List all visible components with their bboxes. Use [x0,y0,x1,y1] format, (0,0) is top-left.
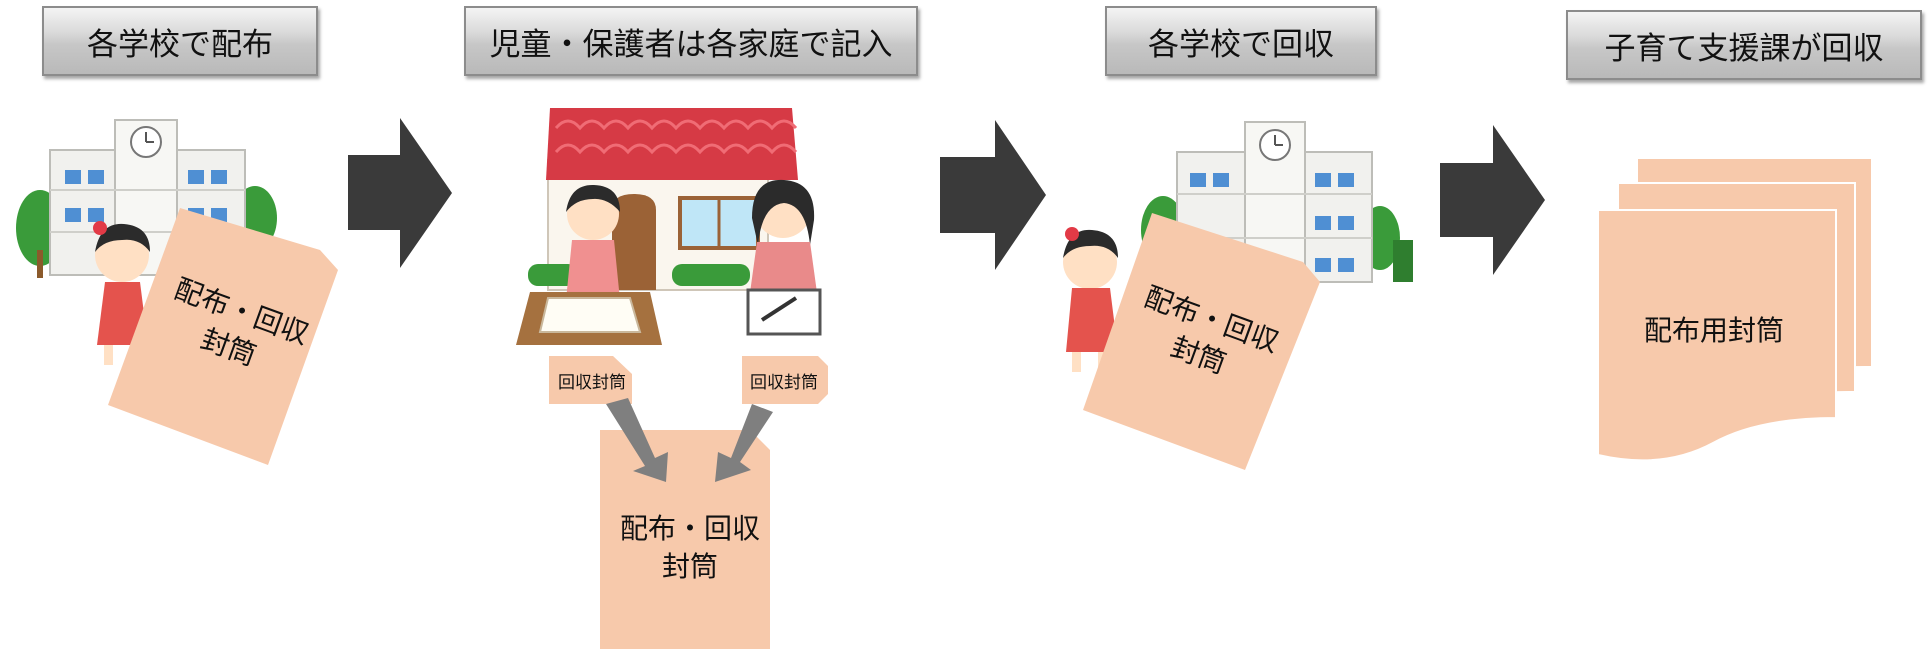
return-envelope-left [549,356,632,404]
girl-illustration-1 [93,221,150,365]
parent-writing-illustration [746,179,822,336]
flow-arrow-2 [940,120,1046,270]
house-illustration [528,108,798,291]
envelope-step3 [1083,213,1320,470]
envelope-label-home-line2: 封筒 [662,549,719,583]
step-header-1: 各学校で配布 [42,6,318,76]
step-header-4: 子育て支援課が回収 [1566,10,1922,80]
return-envelope-right-label: 回収封筒 [750,373,818,393]
flow-arrow-1 [348,118,452,268]
flow-arrow-3 [1440,125,1545,275]
envelope-home-large [600,430,770,649]
gray-arrow-left [606,398,668,482]
step-header-2: 児童・保護者は各家庭で記入 [464,6,918,76]
envelope-label-home-line1: 配布・回収 [620,512,761,545]
girl-illustration-2 [1063,227,1118,372]
envelope-label-home-large: 配布・回収 封筒 [620,510,760,586]
return-envelope-right [742,356,828,404]
paper-stack-label: 配布用封筒 [1644,314,1785,347]
paper-stack [1597,157,1873,462]
envelope-step1 [108,208,338,465]
step-header-3: 各学校で回収 [1105,6,1377,76]
return-envelope-left-label: 回収封筒 [558,373,626,393]
child-writing-illustration [516,184,662,345]
gray-arrow-right [715,404,773,482]
